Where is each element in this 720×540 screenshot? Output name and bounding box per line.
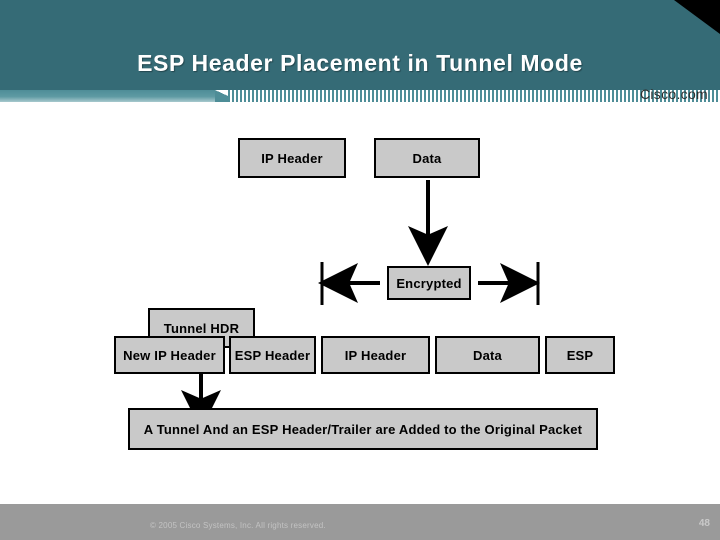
page-title: ESP Header Placement in Tunnel Mode [137, 50, 583, 76]
brand-label: Cisco.com [639, 86, 708, 102]
box-new-ip-header: New IP Header [114, 336, 225, 374]
diagram-caption: A Tunnel And an ESP Header/Trailer are A… [128, 408, 598, 450]
box-inner-ip-header: IP Header [321, 336, 430, 374]
footer-copyright: © 2005 Cisco Systems, Inc. All rights re… [150, 521, 326, 530]
box-original-data: Data [374, 138, 480, 178]
box-esp-trailer: ESP [545, 336, 615, 374]
box-original-ip-header: IP Header [238, 138, 346, 178]
box-encrypted: Encrypted [387, 266, 471, 300]
esp-tunnel-mode-diagram: IP Header Data Tunnel HDR Encrypted New … [0, 102, 720, 487]
corner-notch-decoration [674, 0, 720, 34]
page-number: 48 [698, 518, 710, 529]
slide-header-band [0, 0, 720, 90]
slide-footer-bar [0, 504, 720, 540]
header-accent-band [0, 90, 720, 102]
box-inner-data: Data [435, 336, 540, 374]
header-accent-hatch [228, 90, 720, 102]
box-esp-header: ESP Header [229, 336, 316, 374]
